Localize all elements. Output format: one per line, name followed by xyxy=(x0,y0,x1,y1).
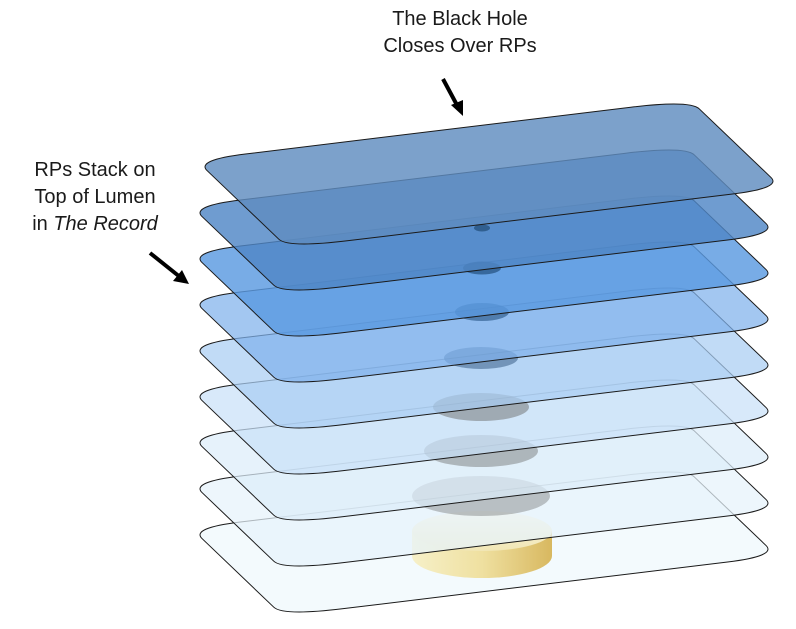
layer-group xyxy=(199,103,774,613)
rps-stack-annotation: RPs Stack on Top of Lumen in The Record xyxy=(0,157,190,238)
rps-stack-annotation-prefix: in xyxy=(32,213,54,235)
arrow-to-black-hole-head xyxy=(451,100,463,116)
layer-plane-1 xyxy=(204,103,774,245)
arrow-to-black-hole xyxy=(441,78,460,108)
rps-stack-annotation-line1: RPs Stack on xyxy=(34,159,156,181)
rp-hole-2 xyxy=(474,224,490,232)
black-hole-annotation-line1: The Black Hole xyxy=(392,8,528,30)
arrow-to-rps-stack xyxy=(148,251,182,279)
rps-stack-annotation-italic: The Record xyxy=(53,213,158,235)
arrow-to-rps-stack-head xyxy=(173,270,189,284)
black-hole-annotation-line2: Closes Over RPs xyxy=(383,35,537,57)
black-hole-annotation: The Black Hole Closes Over RPs xyxy=(300,6,620,60)
arrow-group xyxy=(148,78,463,284)
rps-stack-annotation-line3: in The Record xyxy=(0,211,190,238)
rps-stack-annotation-line2: Top of Lumen xyxy=(34,186,156,208)
